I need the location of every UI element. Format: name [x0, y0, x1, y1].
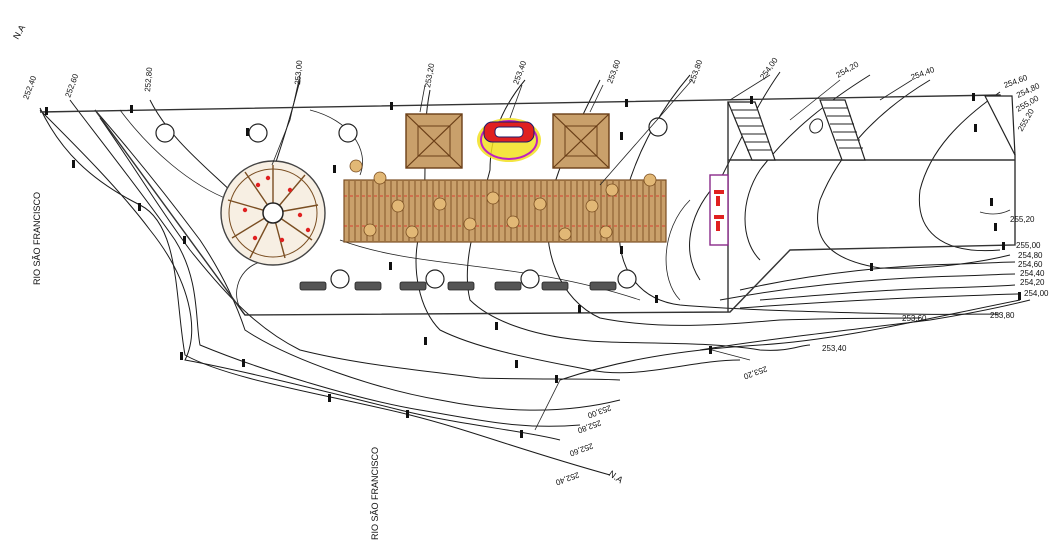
contour-label-r-255-20-b: 255,20 [1010, 215, 1035, 224]
contour-label-253-60: 253,60 [605, 58, 622, 85]
contour-label-252-40: 252,40 [21, 74, 38, 101]
contour-label-253-00: 253,00 [293, 59, 304, 85]
contour-label-r-253-80-b: 253,80 [990, 311, 1015, 320]
north-label-bottom: N.A [607, 468, 625, 485]
contour-label-r-253-60-b: 253,60 [902, 314, 927, 323]
contour-label-b-253-20: 253,20 [742, 364, 769, 381]
contour-label-254-40: 254,40 [910, 65, 937, 82]
contour-label-r-254-80-b: 254,80 [1018, 251, 1043, 260]
wooden-deck [343, 159, 667, 243]
benches [299, 281, 617, 291]
contour-label-253-40: 253,40 [511, 59, 528, 86]
north-label-group: N.A [11, 23, 27, 41]
contour-label-r-255-00-b: 255,00 [1016, 241, 1041, 250]
service-kiosk [709, 174, 729, 246]
contour-label-r-254-00-b: 254,00 [1024, 289, 1049, 298]
spot-marks [45, 93, 1021, 438]
pergola-kiosk-left [405, 113, 463, 169]
river-label-bottom: RIO SÃO FRANCISCO [370, 447, 380, 540]
tree-circles [155, 117, 668, 289]
north-label: N.A [11, 23, 27, 41]
contour-label-b-252-40: 252,40 [554, 470, 581, 487]
contour-label-r-254-40-b: 254,40 [1020, 269, 1045, 278]
contour-label-253-20: 253,20 [423, 62, 436, 88]
contour-label-b-252-80: 252,80 [576, 418, 603, 435]
contour-label-r-254-20-b: 254,20 [1020, 278, 1045, 287]
circular-plaza [220, 160, 326, 266]
label-leaders [271, 74, 1011, 431]
contour-label-b-252-60: 252,60 [568, 441, 595, 458]
central-feature [477, 118, 541, 162]
pergola-kiosk-right [552, 113, 610, 169]
river-label: RIO SÃO FRANCISCO [32, 192, 42, 285]
contour-label-252-60: 252,60 [63, 72, 80, 99]
ramp-structures [727, 95, 1016, 161]
contour-label-r-253-40-b: 253,40 [822, 344, 847, 353]
contour-label-253-80: 253,80 [687, 58, 704, 85]
contour-label-252-80: 252,80 [143, 66, 154, 92]
contour-label-254-20: 254,20 [835, 59, 861, 79]
contour-label-r-254-60-b: 254,60 [1018, 260, 1043, 269]
